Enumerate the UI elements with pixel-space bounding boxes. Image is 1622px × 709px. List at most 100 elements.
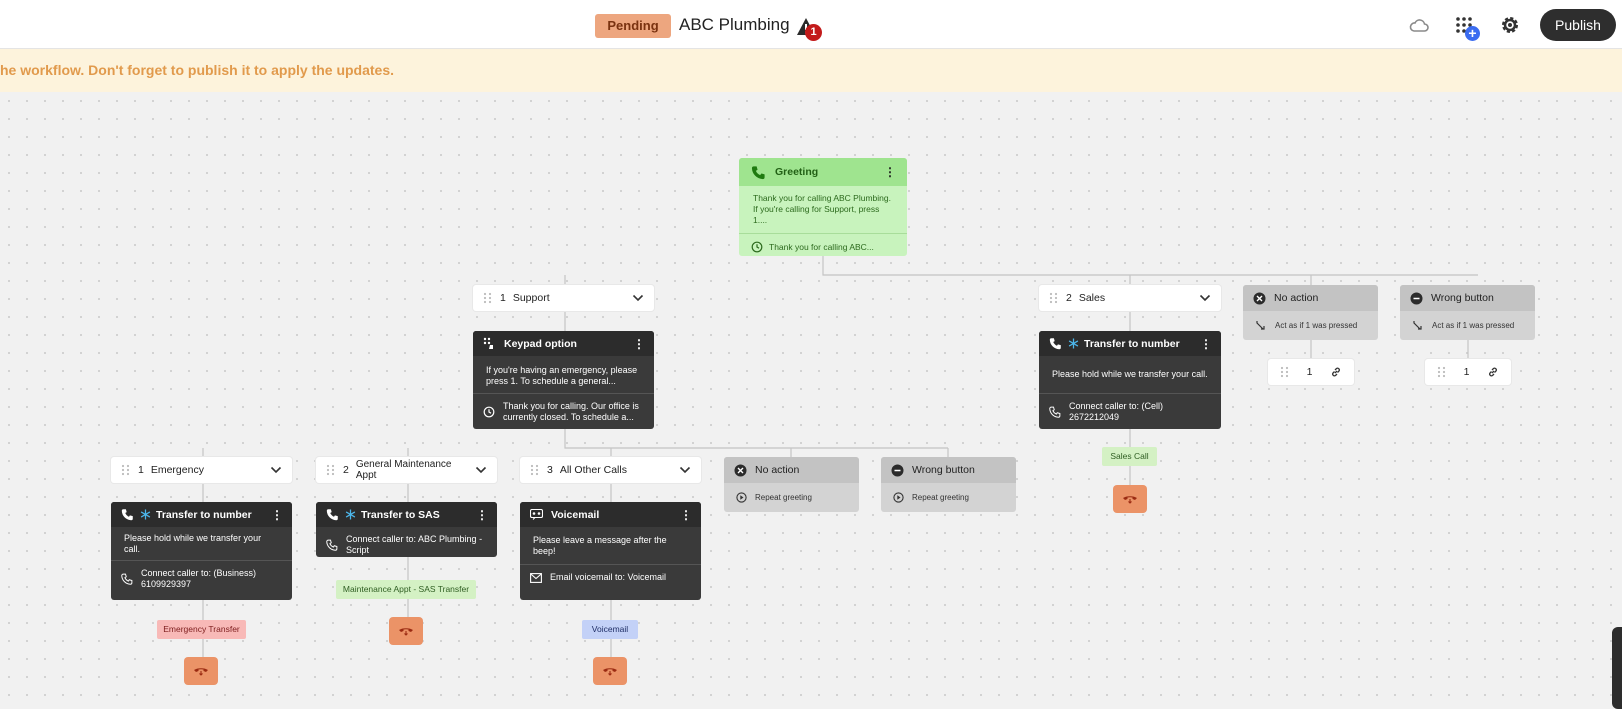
option-number: 3 (547, 464, 553, 476)
page-title: ABC Plumbing (679, 15, 790, 34)
option-all-other-calls[interactable]: 3 All Other Calls (520, 457, 701, 483)
keypad-option-footer-text: Thank you for calling. Our office is cur… (503, 401, 639, 422)
hangup-button[interactable] (184, 657, 218, 685)
hangup-button[interactable] (389, 617, 423, 645)
drag-handle-icon[interactable] (326, 464, 335, 476)
voicemail-body: Please leave a message after the beep! (520, 527, 701, 565)
sub-wrong-button-header: Wrong button (881, 457, 1016, 483)
option-sales[interactable]: 2 Sales (1039, 285, 1221, 311)
snowflake-icon (345, 509, 356, 520)
emergency-transfer-header: Transfer to number ⋮ (111, 502, 292, 527)
chevron-down-icon[interactable] (679, 466, 691, 474)
keypad-option-header: Keypad option ⋮ (473, 331, 654, 356)
gear-icon[interactable] (1499, 14, 1521, 36)
minus-circle-icon (1410, 292, 1423, 304)
phone-transfer-icon (121, 509, 133, 521)
sub-no-action-footer: Repeat greeting (724, 483, 859, 511)
x-circle-icon (734, 464, 747, 476)
sas-transfer-menu-icon[interactable]: ⋮ (476, 507, 488, 522)
drag-handle-icon[interactable] (530, 464, 539, 476)
workflow-canvas[interactable] (0, 92, 1622, 709)
phone-transfer-icon (326, 509, 338, 521)
maintenance-appt-tag: Maintenance Appt - SAS Transfer (336, 580, 476, 599)
chevron-down-icon[interactable] (270, 466, 282, 474)
greeting-node[interactable]: Greeting ⋮ Thank you for calling ABC Plu… (739, 158, 907, 256)
mini-value: 1 (1463, 366, 1470, 378)
emergency-transfer-footer: Connect caller to: (Business) 6109929397 (111, 561, 292, 597)
top-wrong-button-title: Wrong button (1431, 292, 1494, 304)
sales-transfer-footer-text: Connect caller to: (Cell) 2672212049 (1069, 401, 1164, 422)
redirect-icon (1256, 320, 1265, 330)
keypad-option-body: If you're having an emergency, please pr… (473, 356, 654, 394)
phone-forward-icon (121, 573, 133, 585)
sub-wrong-button-node[interactable]: Wrong button Repeat greeting (881, 457, 1016, 512)
keypad-option-menu-icon[interactable]: ⋮ (633, 336, 645, 351)
option-general-maintenance[interactable]: 2 General Maintenance Appt (316, 457, 497, 483)
top-wrong-button-header: Wrong button (1400, 285, 1535, 311)
sub-no-action-title: No action (755, 464, 800, 476)
apps-grid-icon[interactable] (1453, 14, 1475, 36)
voicemail-footer: Email voicemail to: Voicemail (520, 565, 701, 590)
greeting-menu-icon[interactable]: ⋮ (884, 165, 896, 179)
top-wrong-button-node[interactable]: Wrong button Act as if 1 was pressed (1400, 285, 1535, 340)
top-wrong-button-keypad[interactable]: 1 (1425, 359, 1511, 385)
warning-count-badge: 1 (805, 24, 822, 41)
sales-transfer-menu-icon[interactable]: ⋮ (1200, 336, 1212, 351)
sales-transfer-footer: Connect caller to: (Cell) 2672212049 (1039, 394, 1221, 429)
greeting-header: Greeting ⋮ (739, 158, 907, 186)
sub-wrong-button-title: Wrong button (912, 464, 975, 476)
greeting-footer: Thank you for calling ABC... (739, 234, 907, 256)
option-label: All Other Calls (559, 464, 627, 476)
sas-transfer-node[interactable]: Transfer to SAS ⋮ Connect caller to: ABC… (316, 502, 497, 557)
snowflake-icon (1068, 338, 1079, 349)
chevron-down-icon[interactable] (632, 294, 644, 302)
top-wrong-button-footer-text: Act as if 1 was pressed (1432, 320, 1515, 330)
emergency-transfer-menu-icon[interactable]: ⋮ (271, 507, 283, 522)
emergency-transfer-footer-text: Connect caller to: (Business) 6109929397 (141, 568, 257, 589)
top-no-action-keypad[interactable]: 1 (1268, 359, 1354, 385)
redirect-icon (1413, 320, 1422, 330)
hangup-icon (399, 628, 413, 636)
banner-text: he workflow. Don't forget to publish it … (0, 62, 395, 78)
cloud-icon[interactable] (1408, 14, 1430, 36)
status-badge: Pending (595, 14, 671, 38)
top-no-action-header: No action (1243, 285, 1378, 311)
sales-transfer-body: Please hold while we transfer your call. (1039, 356, 1221, 394)
sub-no-action-header: No action (724, 457, 859, 483)
minus-circle-icon (891, 464, 904, 476)
emergency-transfer-node[interactable]: Transfer to number ⋮ Please hold while w… (111, 502, 292, 600)
sas-transfer-footer-text: Connect caller to: ABC Plumbing - Script (346, 534, 483, 555)
chevron-down-icon[interactable] (1199, 294, 1211, 302)
keypad-option-title: Keypad option (504, 337, 577, 350)
side-panel-tab[interactable] (1612, 627, 1622, 709)
hangup-button[interactable] (1113, 485, 1147, 513)
top-no-action-footer-text: Act as if 1 was pressed (1275, 320, 1358, 330)
hangup-icon (1123, 496, 1137, 504)
voicemail-menu-icon[interactable]: ⋮ (680, 507, 692, 522)
drag-handle-icon[interactable] (1437, 366, 1446, 378)
sub-no-action-node[interactable]: No action Repeat greeting (724, 457, 859, 512)
option-number: 2 (343, 464, 349, 476)
drag-handle-icon[interactable] (1049, 292, 1058, 304)
add-badge-icon: + (1465, 26, 1480, 41)
drag-handle-icon[interactable] (483, 292, 492, 304)
chevron-down-icon[interactable] (475, 466, 487, 474)
sales-transfer-node[interactable]: Transfer to number ⋮ Please hold while w… (1039, 331, 1221, 429)
option-emergency[interactable]: 1 Emergency (111, 457, 292, 483)
hangup-button[interactable] (593, 657, 627, 685)
drag-handle-icon[interactable] (1280, 366, 1289, 378)
voicemail-node[interactable]: Voicemail ⋮ Please leave a message after… (520, 502, 701, 600)
option-number: 1 (138, 464, 144, 476)
link-icon[interactable] (1487, 366, 1499, 378)
option-support[interactable]: 1 Support (473, 285, 654, 311)
phone-forward-icon (1049, 406, 1061, 418)
drag-handle-icon[interactable] (121, 464, 130, 476)
option-number: 2 (1066, 292, 1072, 304)
link-icon[interactable] (1330, 366, 1342, 378)
publish-button[interactable]: Publish (1540, 9, 1616, 41)
top-no-action-node[interactable]: No action Act as if 1 was pressed (1243, 285, 1378, 340)
emergency-transfer-title: Transfer to number (156, 508, 252, 521)
keypad-option-node[interactable]: Keypad option ⋮ If you're having an emer… (473, 331, 654, 429)
clock-icon (751, 241, 763, 253)
top-no-action-title: No action (1274, 292, 1319, 304)
